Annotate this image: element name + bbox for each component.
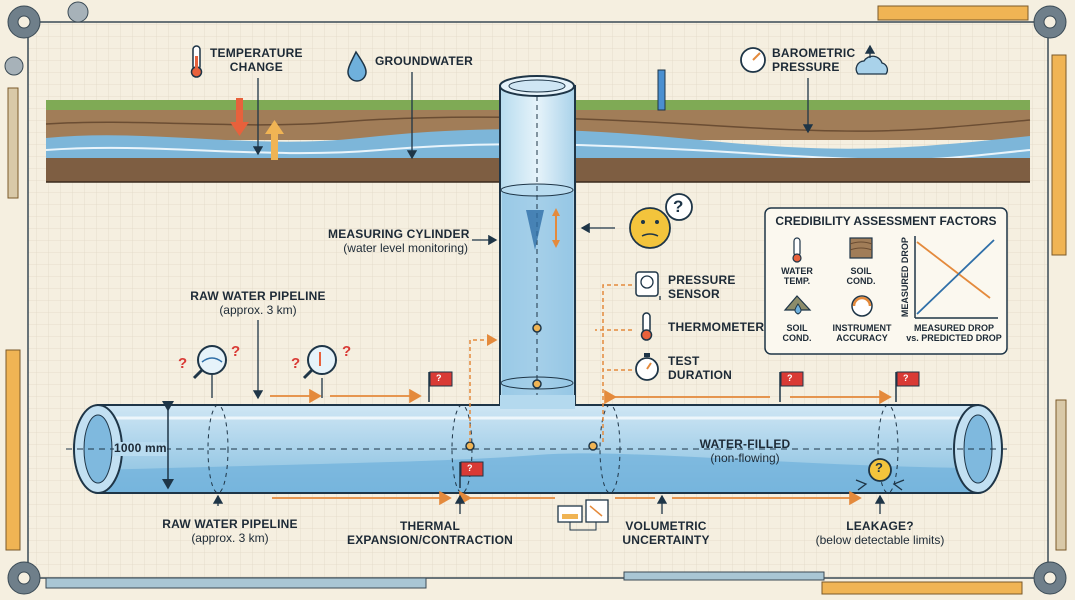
panel-factor-4-line1: INSTRUMENT	[832, 323, 892, 333]
flag-question-mark: ?	[436, 373, 442, 383]
magnifier-icon	[302, 345, 337, 380]
label-volumetric-line1: VOLUMETRIC	[625, 519, 707, 533]
label-leakage-title: LEAKAGE?	[846, 519, 914, 533]
cloud-icon	[855, 44, 889, 75]
label-thermal-line1: THERMAL	[399, 519, 461, 533]
panel-title: CREDIBILITY ASSESSMENT FACTORS	[775, 214, 997, 228]
label-thermal-line2: EXPANSION/CONTRACTION	[347, 532, 513, 547]
measuring-cylinder	[499, 75, 576, 440]
label-pressure-line2: SENSOR	[668, 286, 720, 301]
leak-icon	[855, 458, 905, 491]
thermometer-icon	[190, 45, 203, 78]
label-temperature-change: TEMPERATURE CHANGE	[210, 46, 303, 75]
label-test-duration: TEST DURATION	[668, 354, 733, 383]
frame-rulers	[5, 5, 1067, 595]
thermometer-icon	[792, 237, 802, 263]
panel-factor-water-temp: WATER TEMP.	[772, 266, 822, 287]
label-pipeline-bottom-title: RAW WATER PIPELINE	[162, 517, 298, 531]
label-measuring-cylinder-title: MEASURING CYLINDER	[328, 227, 470, 241]
magnifier-icon	[192, 345, 227, 380]
label-measuring-cylinder: MEASURING CYLINDER (water level monitori…	[328, 227, 470, 256]
label-barometric-pressure: BAROMETRIC PRESSURE	[772, 46, 856, 75]
flag-icon	[428, 371, 453, 402]
label-diameter: 1000 mm	[114, 441, 167, 456]
question-mark: ?	[291, 355, 301, 372]
flag-question-mark: ?	[467, 463, 473, 473]
flag-icon	[779, 371, 804, 402]
label-leakage-sub: (below detectable limits)	[815, 532, 945, 547]
flag-question-mark: ?	[903, 373, 909, 383]
soil-icon	[783, 295, 812, 315]
label-water-filled-title: WATER-FILLED	[699, 437, 791, 451]
panel-chart-caption: MEASURED DROP vs. PREDICTED DROP	[902, 323, 1006, 344]
panel-factor-3-line1: SOIL	[786, 323, 808, 333]
panel-factor-instrument-accuracy: INSTRUMENT ACCURACY	[826, 323, 898, 344]
label-pressure-line1: PRESSURE	[668, 273, 736, 287]
flow-arrows	[270, 388, 892, 506]
label-raw-water-pipeline-top: RAW WATER PIPELINE (approx. 3 km)	[178, 289, 338, 318]
label-pipeline-top-sub: (approx. 3 km)	[219, 302, 297, 317]
panel-factor-1-line1: WATER	[781, 266, 813, 276]
credibility-panel	[764, 207, 1008, 355]
label-pipeline-top-title: RAW WATER PIPELINE	[190, 289, 326, 303]
leader-arrows	[211, 72, 886, 514]
sensor-leaders	[469, 284, 632, 442]
question-mark: ?	[342, 343, 352, 360]
flag-question-mark: ?	[787, 373, 793, 383]
panel-chart-caption-line2: vs. PREDICTED DROP	[906, 333, 1002, 344]
label-thermal-expansion: THERMAL EXPANSION/CONTRACTION	[340, 519, 520, 548]
label-thermometer: THERMOMETER	[668, 320, 765, 334]
flag-icon	[459, 461, 484, 488]
label-barometric-line1: BAROMETRIC	[772, 46, 856, 60]
label-water-filled-sub: (non-flowing)	[710, 450, 780, 465]
panel-factor-soil-cond: SOIL COND.	[836, 266, 886, 287]
question-mark: ?	[178, 355, 188, 372]
label-groundwater: GROUNDWATER	[375, 54, 473, 68]
temperature-arrows	[230, 98, 284, 160]
panel-factor-4-line2: ACCURACY	[836, 333, 888, 344]
label-water-filled: WATER-FILLED (non-flowing)	[680, 437, 810, 466]
thinking-face-icon	[629, 193, 693, 249]
panel-chart-caption-line1: MEASURED DROP	[913, 323, 994, 333]
question-mark: ?	[231, 343, 241, 360]
sensor-points	[465, 323, 598, 451]
marker-post	[657, 69, 666, 111]
label-test-line2: DURATION	[668, 367, 733, 382]
gauge-icon	[851, 295, 873, 317]
panel-factor-2-line2: COND.	[846, 276, 876, 287]
raw-water-pipeline	[66, 395, 1010, 494]
label-temperature-change-line2: CHANGE	[229, 59, 283, 74]
label-raw-water-pipeline-bottom: RAW WATER PIPELINE (approx. 3 km)	[150, 517, 310, 546]
measured-vs-predicted-chart	[914, 236, 998, 319]
label-test-line1: TEST	[668, 354, 700, 368]
thermometer-icon	[640, 312, 653, 341]
label-leakage: LEAKAGE? (below detectable limits)	[800, 519, 960, 548]
gear-icon	[4, 1, 1067, 595]
flag-icon	[895, 371, 920, 402]
label-barometric-line2: PRESSURE	[772, 59, 840, 74]
instrument-box-icon	[557, 499, 609, 531]
label-pipeline-bottom-sub: (approx. 3 km)	[191, 530, 269, 545]
label-measuring-cylinder-sub: (water level monitoring)	[343, 240, 468, 255]
label-volumetric-uncertainty: VOLUMETRIC UNCERTAINTY	[606, 519, 726, 548]
soil-icon	[849, 237, 873, 259]
water-drop-icon	[347, 50, 367, 82]
panel-factor-1-line2: TEMP.	[783, 276, 811, 287]
panel-factor-2-line1: SOIL	[850, 266, 872, 276]
label-volumetric-line2: UNCERTAINTY	[622, 532, 710, 547]
pressure-sensor-icon	[635, 271, 659, 297]
panel-chart-y-label: MEASURED DROP	[899, 237, 910, 318]
question-mark: ?	[875, 460, 884, 475]
label-pressure-sensor: PRESSURE SENSOR	[668, 273, 736, 302]
panel-factor-3-line2: COND.	[782, 333, 812, 344]
gauge-icon	[740, 47, 766, 73]
stopwatch-icon	[635, 353, 659, 381]
question-mark: ?	[673, 197, 684, 216]
label-temperature-change-line1: TEMPERATURE	[210, 46, 303, 60]
panel-factor-soil-cond-2: SOIL COND.	[772, 323, 822, 344]
